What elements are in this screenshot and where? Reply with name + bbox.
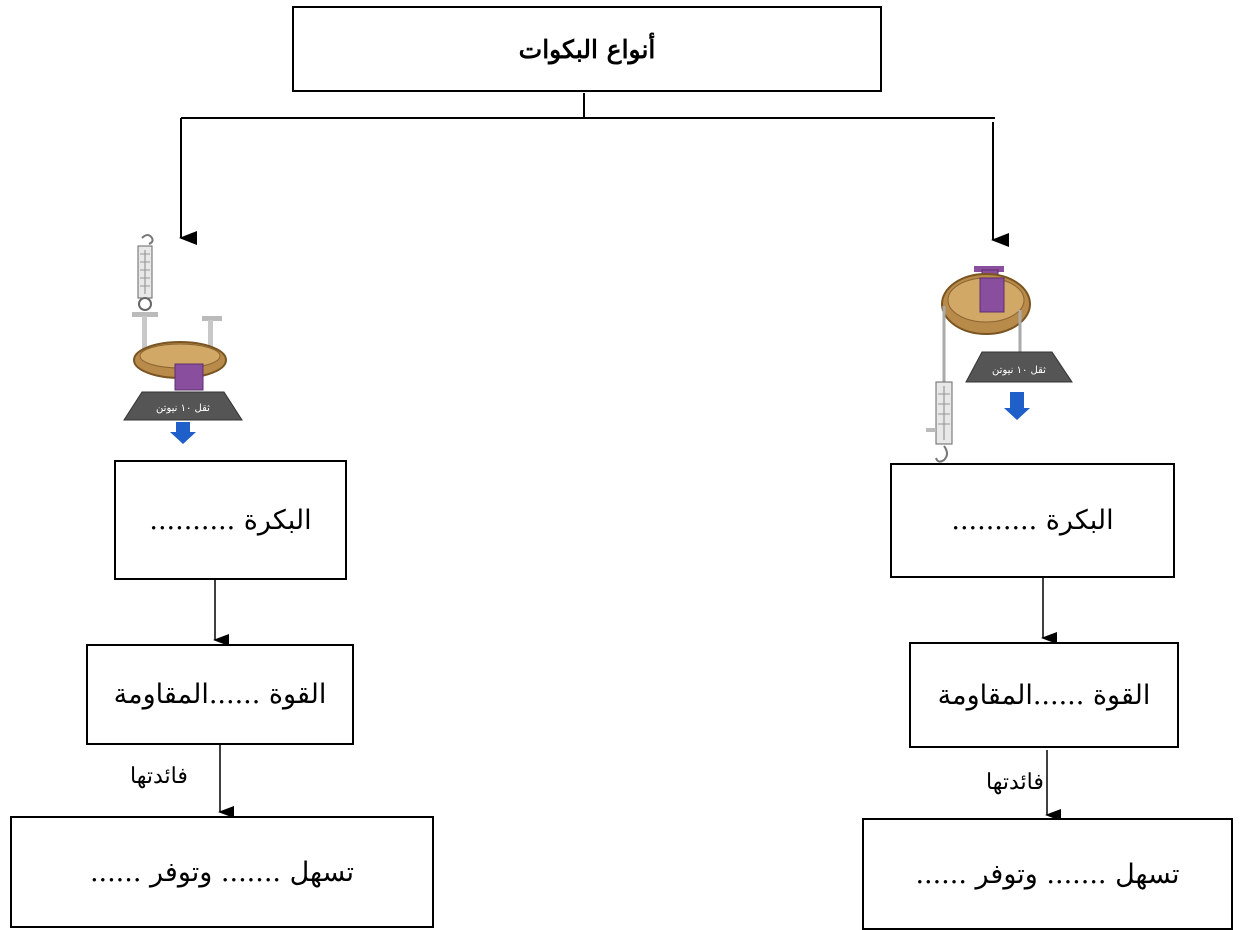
right-relation-box: القوة ......المقاومة — [909, 642, 1179, 748]
right-benefit-label: فائدتها — [986, 770, 1044, 795]
left-relation-text: القوة ......المقاومة — [113, 679, 327, 710]
right-weight-label: ثقل ١٠ نيوتن — [992, 365, 1046, 376]
title-box: أنواع البكوات — [292, 6, 882, 92]
right-benefit-box: تسهل ....... وتوفر ...... — [862, 818, 1233, 930]
left-pulley-type-box: البكرة .......... — [114, 460, 347, 580]
right-relation-text: القوة ......المقاومة — [937, 679, 1151, 711]
movable-pulley-illustration: ثقل ١٠ نيوتن — [123, 234, 243, 444]
fixed-pulley-illustration: ثقل ١٠ نيوتن — [926, 266, 1073, 463]
right-benefit-text: تسهل ....... وتوفر ...... — [915, 858, 1180, 890]
left-pulley-type-text: البكرة .......... — [149, 504, 312, 536]
diagram-title: أنواع البكوات — [518, 34, 656, 64]
right-pulley-type-text: البكرة .......... — [951, 505, 1114, 536]
left-relation-box: القوة ......المقاومة — [86, 644, 354, 745]
left-benefit-text: تسهل ....... وتوفر ...... — [89, 856, 355, 888]
left-benefit-label: فائدتها — [130, 764, 188, 789]
right-pulley-type-box: البكرة .......... — [890, 463, 1175, 578]
left-weight-label: ثقل ١٠ نيوتن — [156, 403, 210, 414]
left-benefit-box: تسهل ....... وتوفر ...... — [10, 816, 434, 928]
